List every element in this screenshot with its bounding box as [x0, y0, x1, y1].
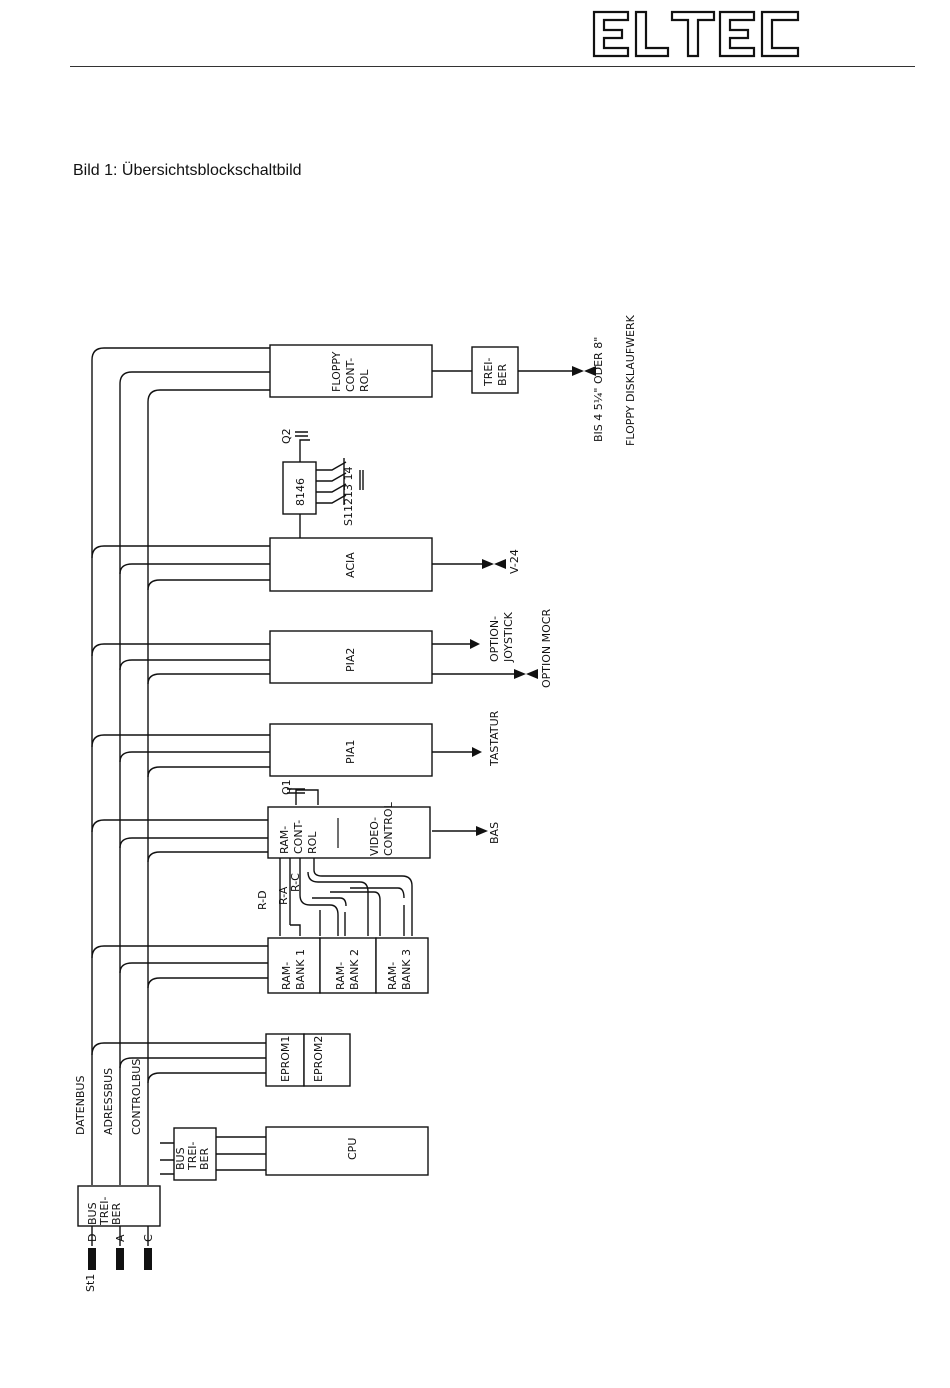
- floppy-drive-label: FLOPPY DISKLAUFWERK: [624, 314, 637, 446]
- bustreiber-main-line1: BUS: [86, 1202, 99, 1225]
- r-c-label: R-C: [289, 873, 302, 892]
- conn-c-label: C: [142, 1234, 155, 1242]
- ram-control-line3: ROL: [306, 831, 319, 854]
- eprom2-label: EPROM2: [312, 1036, 325, 1082]
- rambank1-line2: BANK 1: [294, 949, 307, 990]
- bustreiber-cpu-block: [173, 1127, 217, 1181]
- q1-label: Q1: [280, 779, 293, 795]
- video-control-line1: VIDEO-: [368, 817, 381, 856]
- bustreiber-cpu-line3: BER: [198, 1148, 211, 1170]
- conn-d-label: D: [86, 1234, 99, 1242]
- rambank3-line2: BANK 3: [400, 949, 413, 990]
- pia1-block: [269, 723, 433, 777]
- rambank1-line1: RAM-: [280, 962, 293, 990]
- eprom1-block: [265, 1033, 305, 1087]
- floppy-control-line3: ROL: [358, 369, 371, 392]
- floppy-treiber-line2: BER: [496, 364, 509, 386]
- eltec-logo: [592, 10, 800, 58]
- controlbus-line: [147, 389, 270, 1185]
- chip-8146-label: 8146: [294, 478, 307, 506]
- r-d-label: R-D: [256, 890, 269, 910]
- ram-control-line1: RAM-: [278, 826, 291, 854]
- controlbus-label: CONTROLBUS: [130, 1059, 143, 1135]
- switches-label: S11213 14: [342, 467, 355, 526]
- datenbus-label: DATENBUS: [74, 1076, 87, 1135]
- bustreiber-cpu-line2: TREI-: [186, 1141, 199, 1171]
- option-mocr-label: OPTION MOCR: [540, 609, 553, 688]
- rambank2-block: [319, 937, 377, 994]
- floppy-treiber-block: [471, 346, 519, 394]
- floppy-control-line2: CONT-: [344, 358, 357, 392]
- pia2-block: [269, 630, 433, 684]
- chip-8146-block: [282, 461, 317, 515]
- datenbus-line: [91, 347, 270, 1185]
- rambank2-line2: BANK 2: [348, 949, 361, 990]
- eprom1-label: EPROM1: [279, 1036, 292, 1082]
- eprom2-block: [303, 1033, 351, 1087]
- adressbus-line: [119, 371, 270, 1185]
- cpu-block: [265, 1126, 429, 1176]
- bustreiber-main-block: [77, 1185, 161, 1227]
- option-joystick-line1: OPTION-: [488, 616, 501, 662]
- pia1-label: PIA1: [344, 740, 357, 764]
- cpu-label: CPU: [346, 1138, 359, 1160]
- r-a-label: R-A: [277, 886, 290, 905]
- floppy-treiber-line1: TREI-: [482, 357, 495, 387]
- adressbus-label: ADRESSBUS: [102, 1068, 115, 1135]
- rambank3-line1: RAM-: [386, 962, 399, 990]
- v24-label: V-24: [508, 549, 521, 574]
- figure-title: Bild 1: Übersichtsblockschaltbild: [73, 162, 302, 179]
- acia-label: ACIA: [344, 552, 357, 578]
- ram-control-line2: CONT-: [292, 820, 305, 854]
- bas-label: BAS: [488, 822, 501, 844]
- bustreiber-main-line2: TREI-: [98, 1196, 111, 1226]
- floppy-control-block: [269, 344, 433, 398]
- q2-label: Q2: [280, 428, 293, 444]
- conn-a-label: A: [114, 1234, 127, 1242]
- bustreiber-cpu-line1: BUS: [174, 1147, 187, 1170]
- header-rule: [70, 66, 915, 67]
- video-control-line2: CONTROL: [382, 801, 395, 856]
- floppy-control-line1: FLOPPY: [330, 351, 343, 392]
- rambank1-block: [267, 937, 321, 994]
- option-joystick-line2: JOYSTICK: [502, 611, 515, 663]
- acia-block: [269, 537, 433, 592]
- ram-video-control-block: [267, 806, 431, 859]
- rambank2-line1: RAM-: [334, 962, 347, 990]
- pia2-label: PIA2: [344, 648, 357, 672]
- tastatur-label: TASTATUR: [488, 710, 501, 767]
- bustreiber-main-line3: BER: [110, 1203, 123, 1225]
- rambank3-block: [375, 937, 429, 994]
- st1-label: St1: [84, 1274, 97, 1292]
- floppy-size-label: BIS 4 5¼" ODER 8": [592, 337, 605, 442]
